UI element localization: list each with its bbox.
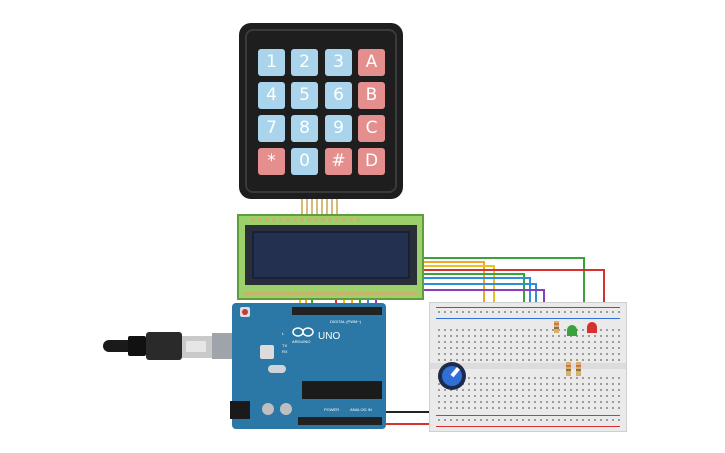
key-3[interactable]: 3 [325, 49, 352, 76]
arduino-logo-icon [292, 325, 314, 339]
lcd-pin [356, 218, 360, 222]
lcd-16x2[interactable] [237, 214, 424, 300]
power-rail-blue [436, 318, 620, 319]
power-label: POWER [324, 407, 340, 412]
icsp-button [260, 345, 274, 359]
lcd-pin [342, 218, 346, 222]
uno-brand: UNO [318, 331, 341, 342]
arduino-uno-board[interactable]: DIGITAL (PWM~) ARDUINO UNO TX RX L POWER… [230, 303, 386, 429]
atmega-chip [302, 381, 382, 399]
lcd-pin [286, 218, 290, 222]
lcd-pin [265, 218, 269, 222]
power-analog-header [298, 417, 382, 425]
tx-label: TX [282, 343, 288, 348]
capacitor [262, 403, 274, 415]
key-7[interactable]: 7 [258, 115, 285, 142]
digital-header [292, 307, 382, 315]
key-c[interactable]: C [358, 115, 385, 142]
crystal [268, 365, 286, 373]
key-2[interactable]: 2 [291, 49, 318, 76]
key-0[interactable]: 0 [291, 148, 318, 175]
key-star[interactable]: * [258, 148, 285, 175]
lcd-pin [307, 218, 311, 222]
key-9[interactable]: 9 [325, 115, 352, 142]
keypad-pins [301, 199, 338, 216]
key-5[interactable]: 5 [291, 82, 318, 109]
power-rail-red-bottom [436, 426, 620, 427]
key-4[interactable]: 4 [258, 82, 285, 109]
key-a[interactable]: A [358, 49, 385, 76]
keypad-frame [245, 29, 397, 193]
lcd-pin [300, 218, 304, 222]
rx-label: RX [282, 349, 288, 354]
key-hash[interactable]: # [325, 148, 352, 175]
lcd-bottom-pins [243, 292, 418, 295]
digital-label: DIGITAL (PWM~) [330, 319, 361, 324]
lcd-screen [252, 231, 410, 279]
lcd-pin [328, 218, 332, 222]
power-rail-blue-bottom [436, 415, 620, 416]
lcd-pin [314, 218, 318, 222]
lcd-pin [251, 218, 255, 222]
lcd-pin [321, 218, 325, 222]
center-channel [430, 363, 626, 369]
keypad-4x4[interactable]: 1 2 3 A 4 5 6 B 7 8 9 C * 0 # D [239, 23, 403, 199]
key-6[interactable]: 6 [325, 82, 352, 109]
power-jack[interactable] [230, 401, 250, 419]
breadboard-holes [436, 309, 620, 425]
key-d[interactable]: D [358, 148, 385, 175]
breadboard[interactable] [429, 302, 627, 432]
analog-label: ANALOG IN [350, 407, 372, 412]
arduino-logo-text: ARDUINO [292, 339, 311, 344]
key-b[interactable]: B [358, 82, 385, 109]
lcd-pin [279, 218, 283, 222]
capacitor [280, 403, 292, 415]
lcd-pin [349, 218, 353, 222]
lcd-pin [293, 218, 297, 222]
key-8[interactable]: 8 [291, 115, 318, 142]
l-label: L [282, 331, 285, 336]
power-rail-red [436, 307, 620, 308]
reset-button[interactable] [240, 307, 250, 317]
key-1[interactable]: 1 [258, 49, 285, 76]
lcd-pin [258, 218, 262, 222]
lcd-pin [272, 218, 276, 222]
lcd-pin [335, 218, 339, 222]
